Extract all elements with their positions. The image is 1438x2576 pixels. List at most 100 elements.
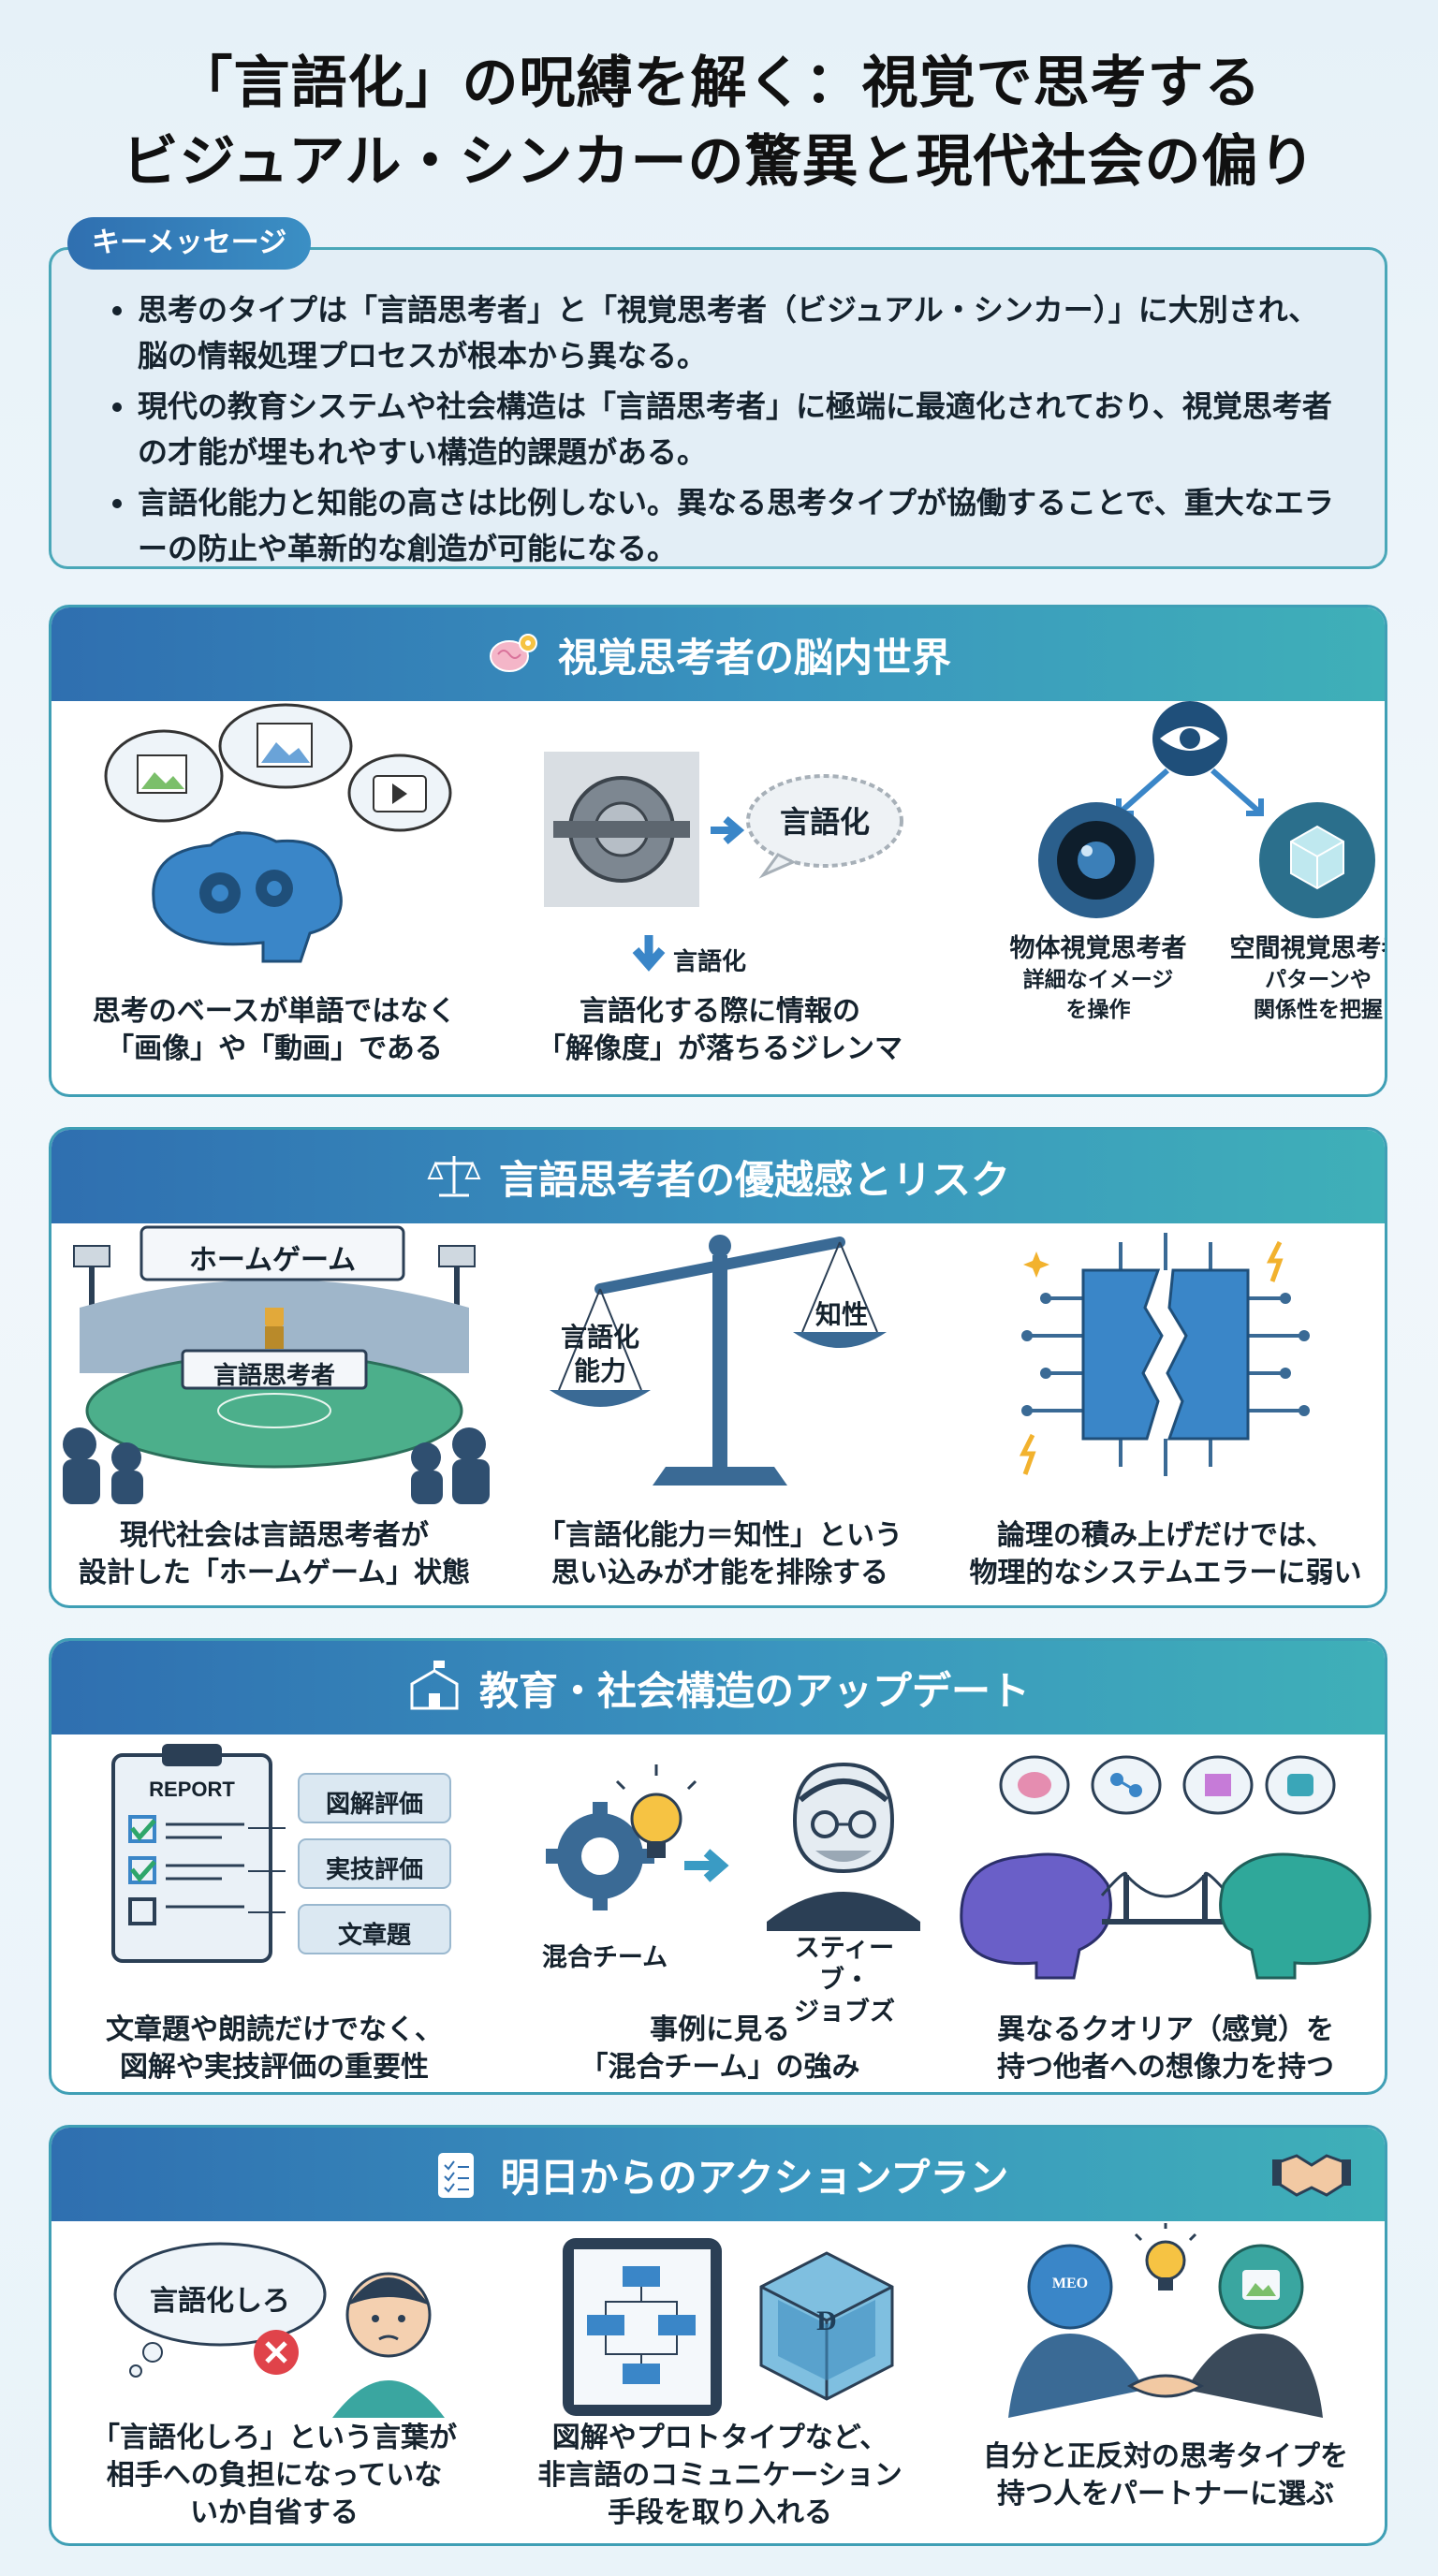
mixed-team-label: 混合チーム: [541, 1943, 668, 1972]
broken-chip-illustration: [1019, 1233, 1310, 1476]
verbal-thinker-label: 言語思考者: [213, 1362, 335, 1390]
brain-with-images-illustration: [104, 703, 452, 963]
section-header: 視覚思考者の脳内世界: [51, 607, 1385, 701]
brain-icon: [1219, 1852, 1372, 1980]
panel-choose-partner: MEO 自分と正反対の思考タイプを 持つ人をパートナーに選ぶ: [943, 2221, 1385, 2543]
lightning-icon: [1019, 1433, 1036, 1475]
head-text: MEO: [1051, 2276, 1089, 2291]
gear-to-speech-illustration: [544, 752, 903, 972]
panel-nonverbal-communication: D 図解やプロトタイプなど、 非言語のコミュニケーション 手段を取り入れる: [497, 2221, 943, 2543]
sparkle-icon: [1023, 1251, 1049, 1278]
checklist-icon: [437, 2153, 474, 2198]
arrow-label: 言語化: [673, 948, 747, 976]
thinker-types-diagram: [1038, 701, 1375, 918]
panel-home-game: ホームゲーム 言語思考者 現代社会は言語思考者が 設計した「ホームゲーム」状態: [51, 1223, 497, 1605]
brain-icon: [960, 1852, 1112, 1980]
caption-line-1: 事例に見る: [650, 2013, 790, 2046]
caption-line-1: 思考のベースが単語ではなく: [92, 995, 457, 1028]
object-thinker-desc-2: を操作: [1065, 998, 1131, 1022]
caption-line-3: 手段を取り入れる: [608, 2496, 832, 2529]
section-title: 視覚思考者の脳内世界: [557, 634, 951, 681]
caption-line-2: 思い込みが才能を排除する: [551, 1557, 888, 1589]
panel-image-thinking: 思考のベースが単語ではなく 「画像」や「動画」である: [51, 701, 497, 1094]
lightbulb-icon: [1134, 2223, 1197, 2291]
object-thinker-desc-1: 詳細なイメージ: [1022, 968, 1174, 992]
page-title-line1: 「言語化」の呪縛を解く：視覚で思考する: [176, 51, 1262, 116]
caption-line-2: 物理的なシステムエラーに弱い: [969, 1557, 1362, 1589]
trophy-icon: [265, 1308, 284, 1331]
caption-line-2: 「画像」や「動画」である: [106, 1032, 443, 1065]
caption-line-1: 「言語化能力＝知性」という: [537, 1519, 902, 1552]
bridge-icon: [1100, 1871, 1231, 1925]
lightning-icon: [1266, 1240, 1284, 1282]
left-pan-label-2: 能力: [573, 1355, 626, 1386]
crowd-silhouettes: [63, 1427, 490, 1504]
caption-line-1: 自分と正反対の思考タイプを: [983, 2440, 1348, 2473]
cube-letter: D: [816, 2305, 837, 2336]
section-action-plan: 明日からのアクションプラン: [49, 2125, 1387, 2546]
panel-system-error: 論理の積み上げだけでは、 物理的なシステムエラーに弱い: [943, 1223, 1385, 1605]
left-pan-label-1: 言語化: [560, 1322, 639, 1353]
check-icon: [130, 1819, 156, 1882]
caption-line-2: 「解像度」が落ちるジレンマ: [537, 1032, 902, 1065]
key-bullet-1: 思考のタイプは「言語思考者」と「視覚思考者（ビジュアル・シンカー）」に大別され、…: [138, 287, 1347, 379]
steve-jobs-portrait: [767, 1762, 920, 1931]
worried-person-avatar: [332, 2272, 445, 2418]
blurry-speech-bubble: [746, 774, 903, 879]
caption-line-1: 「言語化しろ」という言葉が: [92, 2422, 457, 2454]
spatial-thinker-desc-2: 関係性を把握: [1254, 998, 1383, 1022]
thought-bubbles: [999, 1755, 1336, 1815]
caption-line-2: 持つ他者への想像力を持つ: [997, 2051, 1334, 2084]
caption-line-1: 異なるクオリア（感覚）を: [997, 2013, 1334, 2046]
panel-self-reflection: 言語化しろ 「言語化しろ」という言葉が 相手への負担になっていな いか自省する: [51, 2221, 497, 2543]
panel-intelligence-balance: 言語化 能力 知性 「言語化能力＝知性」という 思い込みが才能を排除する: [497, 1223, 943, 1605]
section-visual-thinker-world: 視覚思考者の脳内世界: [49, 605, 1387, 1097]
report-clipboard-illustration: [111, 1744, 451, 1963]
key-message-tag: キーメッセージ: [67, 217, 312, 270]
right-pan-label: 知性: [814, 1299, 868, 1330]
tag-practical-eval: 実技評価: [325, 1856, 423, 1884]
section-header: 教育・社会構造のアップデート: [51, 1641, 1385, 1734]
panel-resolution-dilemma: 言語化 言語化 言語化する際に情報の 「解像度」が落ちるジレンマ: [497, 701, 943, 1094]
caption-line-1: 言語化する際に情報の: [580, 995, 860, 1028]
person-right: [1186, 2244, 1323, 2418]
partners-handshake-illustration: [1008, 2223, 1323, 2418]
handshake-icon: [1127, 2374, 1204, 2398]
caption-line-1: 現代社会は言語思考者が: [120, 1519, 429, 1552]
object-thinker-title: 物体視覚思考者: [1009, 934, 1187, 963]
section-title: 教育・社会構造のアップデート: [478, 1667, 1030, 1714]
cross-icon: [254, 2330, 299, 2375]
bubble-label: 言語化: [779, 804, 870, 840]
tag-diagram-eval: 図解評価: [325, 1791, 423, 1819]
left-pan: [550, 1390, 651, 1407]
brain-gear-icon: [489, 634, 537, 672]
stadium-illustration: [63, 1225, 490, 1504]
spatial-thinker-title: 空間視覚思考者: [1229, 934, 1386, 963]
down-arrow: [632, 935, 666, 972]
panel-thinker-types: 物体視覚思考者 詳細なイメージ を操作 空間視覚思考者 パターンや 関係性を把握: [943, 701, 1386, 1094]
video-bubble-right: [347, 754, 452, 832]
right-pan: [793, 1332, 887, 1348]
section-title: 明日からのアクションプラン: [500, 2154, 1009, 2201]
section-verbal-thinker-risk: 言語思考者の優越感とリスク: [49, 1127, 1387, 1608]
balance-scale-illustration: [550, 1235, 887, 1486]
scales-icon: [427, 1156, 481, 1197]
panel-qualia: 異なるクオリア（感覚）を 持つ他者への想像力を持つ: [943, 1734, 1385, 2092]
caption-line-2: 図解や実技評価の重要性: [120, 2051, 429, 2084]
caption-line-2: 非言語のコミュニケーション: [537, 2459, 902, 2492]
key-bullet-2: 現代の教育システムや社会構造は「言語思考者」に極端に最適化されており、視覚思考者…: [138, 384, 1347, 476]
arrow-right: [1211, 768, 1264, 816]
mixed-team-illustration: [546, 1762, 920, 1931]
home-game-label: ホームゲーム: [188, 1244, 357, 1277]
page-title-line2: ビジュアル・シンカーの驚異と現代社会の偏り: [122, 129, 1316, 195]
right-arrow: [711, 815, 745, 845]
caption-line-1: 文章題や朗読だけでなく、: [106, 2013, 443, 2046]
tag-written-question: 文章題: [337, 1922, 411, 1950]
eye-icon: [1152, 701, 1227, 776]
section-header: 言語思考者の優越感とリスク: [51, 1130, 1385, 1223]
camera-lens-icon: [1038, 802, 1154, 918]
key-bullet-3: 言語化能力と知能の高さは比例しない。異なる思考タイプが協働することで、重大なエラ…: [138, 480, 1347, 572]
arrow-left: [1116, 768, 1169, 816]
gear-machine-photo: [544, 752, 699, 907]
lightbulb-icon: [615, 1764, 697, 1858]
